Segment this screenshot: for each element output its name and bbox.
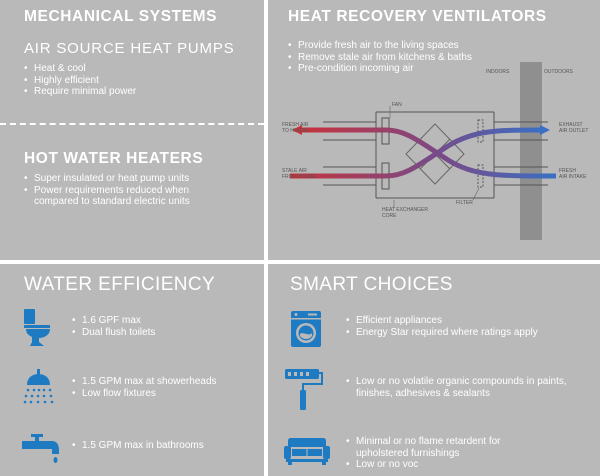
list-item: Require minimal power — [24, 86, 136, 98]
stale-air-label-1: STALE AIR — [282, 168, 307, 174]
list-item: Heat & cool — [24, 63, 136, 75]
exhaust-label-2: AIR OUTLET — [559, 128, 588, 134]
list-item: 1.6 GPF max — [72, 315, 155, 327]
fresh-air-arrowhead — [292, 125, 302, 135]
mechanical-systems-title: MECHANICAL SYSTEMS — [24, 8, 218, 25]
list-item: Efficient appliances — [346, 315, 538, 327]
list-item: Pre-condition incoming air — [288, 63, 472, 75]
list-item: 1.5 GPM max in bathrooms — [72, 440, 204, 452]
hrv-list: Provide fresh air to the living spaces R… — [288, 40, 472, 75]
list-item: upholstered furnishings — [346, 448, 501, 460]
exhaust-label-1: EXHAUST — [559, 122, 583, 128]
fresh-air-to-house-label-2: TO HOUSE — [282, 128, 309, 134]
appliances-list: Efficient appliances Energy Star require… — [346, 315, 538, 338]
dashed-divider — [0, 123, 264, 125]
filter-label: FILTER — [456, 200, 473, 206]
exterior-wall — [520, 62, 542, 240]
fresh-air-flow — [300, 127, 557, 179]
fresh-intake-label-1: FRESH — [559, 168, 576, 174]
indoors-label: INDOORS — [486, 69, 510, 75]
list-item-continuation: upholstered furnishings — [356, 447, 460, 459]
list-item: Minimal or no flame retardent for — [346, 436, 501, 448]
list-item: Low flow fixtures — [72, 388, 217, 400]
smart-choices-panel: SMART CHOICES Efficient appliances Energ… — [268, 264, 600, 476]
list-item: Power requirements reduced when — [24, 185, 190, 197]
hot-water-list: Super insulated or heat pump units Power… — [24, 173, 190, 208]
filter-bottom — [477, 164, 484, 188]
faucet-list: 1.5 GPM max in bathrooms — [72, 440, 204, 452]
exhaust-air-flow — [290, 127, 543, 179]
list-item: Low or no voc — [346, 459, 501, 471]
hrv-title: HEAT RECOVERY VENTILATORS — [288, 8, 547, 25]
list-item: Low or no volatile organic compounds in … — [346, 376, 567, 388]
hot-water-title: HOT WATER HEATERS — [24, 150, 204, 167]
stale-air-label-2: FROM HOUSE — [282, 174, 317, 180]
mechanical-systems-panel: MECHANICAL SYSTEMS AIR SOURCE HEAT PUMPS… — [0, 0, 264, 260]
outdoors-label: OUTDOORS — [544, 69, 574, 75]
voc-list: Low or no volatile organic compounds in … — [346, 376, 567, 399]
list-item: Provide fresh air to the living spaces — [288, 40, 472, 52]
toilet-list: 1.6 GPF max Dual flush toilets — [72, 315, 155, 338]
list-item: Super insulated or heat pump units — [24, 173, 190, 185]
list-item: finishes, adhesives & sealants — [346, 388, 567, 400]
heat-pumps-title: AIR SOURCE HEAT PUMPS — [24, 40, 235, 57]
smart-choices-title: SMART CHOICES — [290, 274, 453, 295]
water-efficiency-panel: WATER EFFICIENCY 1.6 GPF max Dual flush … — [0, 264, 264, 476]
list-item: compared to standard electric units — [24, 196, 190, 208]
water-efficiency-title: WATER EFFICIENCY — [24, 274, 216, 295]
list-item: Energy Star required where ratings apply — [346, 327, 538, 339]
fan-label: FAN — [392, 102, 402, 108]
fresh-air-to-house-label-1: FRESH AIR — [282, 122, 309, 128]
faucet-icon — [22, 434, 59, 463]
shower-list: 1.5 GPM max at showerheads Low flow fixt… — [72, 376, 217, 399]
fresh-intake-label-2: AIR INTAKE — [559, 174, 587, 180]
furnishings-list: Minimal or no flame retardent for uphols… — [346, 436, 501, 471]
leader-lines — [389, 106, 480, 208]
hrv-diagram: INDOORS OUTDOORS — [282, 62, 588, 240]
hrv-panel: HEAT RECOVERY VENTILATORS Provide fresh … — [268, 0, 600, 260]
toilet-icon — [24, 309, 50, 346]
list-item: Dual flush toilets — [72, 327, 155, 339]
exhaust-arrowhead — [540, 125, 550, 135]
list-item: Remove stale air from kitchens & baths — [288, 52, 472, 64]
list-item-continuation: finishes, adhesives & sealants — [356, 387, 490, 399]
list-item: Highly efficient — [24, 75, 136, 87]
sofa-icon — [284, 438, 330, 465]
washing-machine-icon — [291, 311, 321, 347]
list-item: 1.5 GPM max at showerheads — [72, 376, 217, 388]
core-label-2: CORE — [382, 213, 397, 219]
core-label-1: HEAT EXCHANGER — [382, 207, 428, 213]
list-item-continuation: compared to standard electric units — [34, 196, 190, 207]
paint-roller-icon — [285, 369, 323, 410]
shower-icon — [23, 369, 54, 404]
heat-pumps-list: Heat & cool Highly efficient Require min… — [24, 63, 136, 98]
